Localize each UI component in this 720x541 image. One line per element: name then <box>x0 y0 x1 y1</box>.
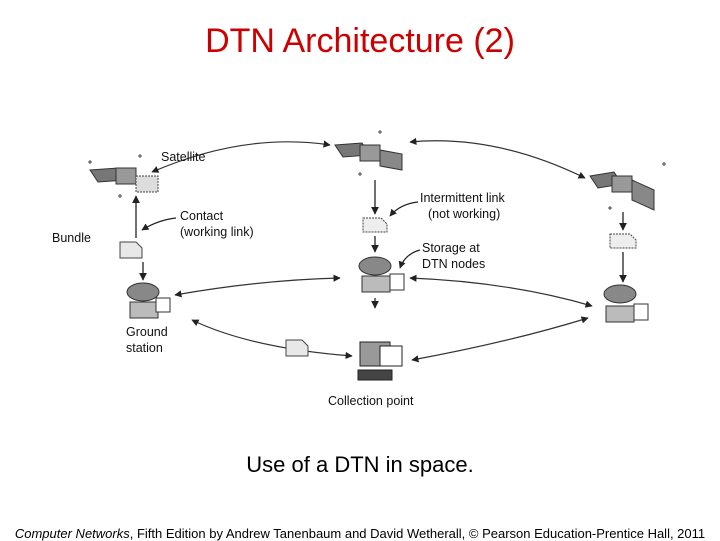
arrow-intermittent-callout <box>389 201 419 217</box>
figure-caption: Use of a DTN in space. <box>246 452 474 477</box>
collection-link-right <box>411 316 589 363</box>
label-ground-line2: station <box>126 341 163 355</box>
bundle-icon-middle-storage <box>362 217 388 233</box>
label-ground-line1: Ground <box>126 325 168 339</box>
dtn-space-diagram: Satellite Contact (working link) Bundle … <box>52 130 666 408</box>
satellite-orbit-link-right <box>409 137 586 179</box>
arrow-storage-callout <box>398 249 421 269</box>
ground-link-right <box>409 274 593 308</box>
label-intermittent-line2: (not working) <box>428 207 500 221</box>
slide-footer: Computer Networks, Fifth Edition by Andr… <box>0 526 720 541</box>
label-storage-line1: Storage at <box>422 241 480 255</box>
collection-link-left <box>191 319 353 360</box>
satellite-icon-right <box>589 162 666 211</box>
label-satellite: Satellite <box>161 150 206 164</box>
arrow-contact-callout <box>141 217 177 231</box>
ground-link-left <box>174 274 341 298</box>
ground-station-icon-left <box>126 282 171 319</box>
ground-station-icon-middle <box>358 256 405 293</box>
satellite-orbit-link <box>151 140 331 173</box>
label-intermittent-line1: Intermittent link <box>420 191 506 205</box>
label-contact-line2: (working link) <box>180 225 254 239</box>
label-contact-line1: Contact <box>180 209 224 223</box>
bundle-icon-right-storage <box>609 233 637 249</box>
satellite-icon-left <box>88 154 159 198</box>
bundle-icon-left <box>119 241 143 259</box>
footer-credit: , Fifth Edition by Andrew Tanenbaum and … <box>129 526 706 541</box>
label-bundle: Bundle <box>52 231 91 245</box>
label-collection-point: Collection point <box>328 394 414 408</box>
slide-title: DTN Architecture (2) <box>205 22 515 60</box>
footer-book-title: Computer Networks <box>14 526 130 541</box>
ground-station-icon-right <box>603 284 649 323</box>
bundle-icon-ground-link <box>285 339 309 357</box>
computer-icon <box>357 341 403 381</box>
satellite-icon-middle <box>334 130 403 176</box>
label-storage-line2: DTN nodes <box>422 257 485 271</box>
